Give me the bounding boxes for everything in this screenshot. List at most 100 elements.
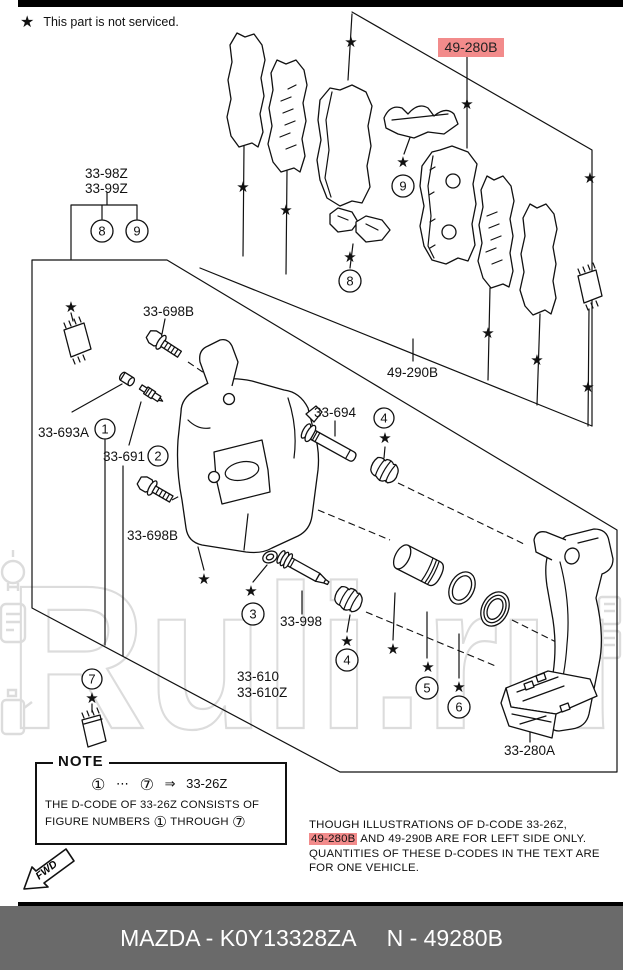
not-serviced-star-icon: ★ [344, 33, 357, 51]
not-serviced-star-icon: ★ [64, 298, 77, 316]
not-serviced-star-icon: ★ [343, 248, 356, 266]
callout-1[interactable]: 1 [94, 418, 116, 440]
not-serviced-star-icon: ★ [20, 12, 35, 31]
pad-kit-legend: 33-98Z 33-99Z [70, 166, 138, 260]
note-title: NOTE [53, 753, 109, 770]
watermark-panel-icon [0, 602, 27, 644]
guide-pin-upper [300, 423, 357, 462]
not-serviced-star-icon: ★ [85, 689, 98, 707]
note-line-3-pre: FIGURE NUMBERS [45, 816, 151, 828]
parts-diagram: Ruli.ru 33-98Z 33-99Z [0, 11, 622, 773]
pad-wear-sensor [577, 262, 603, 311]
side-note-highlight-49-280B: 49-280B [309, 833, 358, 846]
part-label-33-698B-lower[interactable]: 33-698B [127, 528, 178, 543]
part-number-text: 49-280B [445, 39, 498, 55]
footer-catalog-code: MAZDA - K0Y13328ZA [120, 924, 357, 951]
part-label-33-610[interactable]: 33-610 [237, 669, 279, 684]
brake-pad-shim-slotted-1 [267, 59, 308, 173]
pin-boot-upper [370, 456, 399, 484]
not-serviced-star-icon: ★ [481, 324, 494, 342]
callout-3[interactable]: 3 [241, 602, 265, 626]
note-box: NOTE ① ⋯ ⑦ ⇒ 33-26Z THE D-CODE OF 33-26Z… [35, 753, 287, 845]
brake-pad-outer [316, 84, 373, 207]
brake-pad-shim-outer-1 [226, 32, 266, 148]
not-serviced-star-icon: ★ [279, 201, 292, 219]
callout-number: 1 [101, 422, 108, 437]
side-note-line-1: THOUGH ILLUSTRATIONS OF D-CODE 33-26Z, [309, 819, 568, 831]
callout-number: 9 [399, 179, 406, 194]
part-label-33-280A[interactable]: 33-280A [504, 743, 555, 758]
leader-lines [70, 13, 590, 743]
note-line-2: THE D-CODE OF 33-26Z CONSISTS OF [45, 799, 260, 811]
part-label-33-610Z[interactable]: 33-610Z [237, 685, 287, 700]
pad-spring-clip-top [383, 105, 459, 139]
grease-sachet-lower [81, 707, 107, 748]
brake-pad-shim-slotted-2 [477, 175, 515, 289]
top-border-bar [18, 0, 623, 7]
arrow-icon: ⇒ [164, 777, 176, 792]
part-label-33-99Z[interactable]: 33-99Z [85, 181, 128, 196]
circled-1-icon: ① [91, 775, 106, 794]
not-serviced-star-icon: ★ [581, 378, 594, 396]
mounting-bracket [500, 528, 614, 739]
note-line-3: FIGURE NUMBERS ① THROUGH ⑦ [45, 813, 285, 831]
footer-reference-code: N - 49280B [386, 924, 503, 951]
brake-pad-shim-outer-2 [519, 203, 558, 316]
watermark: Ruli.ru [0, 542, 622, 773]
not-serviced-legend: ★ This part is not serviced. [20, 12, 179, 31]
not-serviced-star-icon: ★ [236, 178, 249, 196]
part-label-33-694[interactable]: 33-694 [314, 405, 357, 420]
not-serviced-star-icon: ★ [452, 678, 465, 696]
circled-7-icon: ⑦ [232, 813, 246, 831]
not-serviced-star-icon: ★ [197, 570, 210, 588]
circled-7-icon: ⑦ [139, 775, 154, 794]
footer-rule [18, 902, 623, 906]
part-label-33-998[interactable]: 33-998 [280, 614, 322, 629]
part-label-33-693A[interactable]: 33-693A [38, 425, 89, 440]
upper-parts-box-outline [199, 11, 593, 427]
note-rule-line: ① ⋯ ⑦ ⇒ 33-26Z [91, 775, 285, 794]
part-label-49-280B-highlighted[interactable]: 49-280B [438, 38, 504, 57]
callout-9[interactable]: 9 [391, 174, 415, 198]
callout-number: 8 [346, 274, 353, 289]
callout-8-legend[interactable]: 8 [90, 219, 114, 243]
not-serviced-star-icon: ★ [396, 153, 409, 171]
callout-5[interactable]: 5 [415, 676, 439, 700]
mount-bolt-upper [145, 330, 183, 358]
not-serviced-stars: ★ ★ ★ ★ ★ ★ ★ ★ ★ ★ ★ ★ ★ ★ ★ ★ ★ ★ ★ [64, 33, 596, 707]
part-label-49-290B[interactable]: 49-290B [387, 365, 438, 380]
lower-parts-box-outline [31, 259, 618, 773]
callout-number: 6 [455, 700, 462, 715]
watermark-oilcan-icon [0, 688, 33, 736]
callout-4-lower[interactable]: 4 [335, 648, 359, 672]
callout-number: 9 [133, 224, 140, 239]
callout-8[interactable]: 8 [338, 269, 362, 293]
part-label-33-698B-upper[interactable]: 33-698B [143, 304, 194, 319]
pin-boot-lower [334, 585, 363, 613]
part-label-33-691[interactable]: 33-691 [103, 449, 145, 464]
side-note-line-1b: AND 49-290B ARE FOR LEFT SIDE ONLY. [357, 833, 587, 846]
part-label-33-98Z[interactable]: 33-98Z [85, 166, 128, 181]
callout-number: 4 [380, 411, 387, 426]
callout-2[interactable]: 2 [147, 445, 169, 467]
not-serviced-legend-text: This part is not serviced. [43, 14, 179, 29]
not-serviced-star-icon: ★ [583, 169, 596, 187]
watermark-text: Ruli.ru [8, 543, 616, 772]
callout-4-upper[interactable]: 4 [373, 407, 395, 429]
callout-6[interactable]: 6 [447, 695, 471, 719]
piston-dust-boot [480, 591, 510, 627]
callout-number: 8 [98, 224, 105, 239]
circled-1-icon: ① [153, 813, 168, 831]
brake-pad-inner [419, 145, 478, 265]
not-serviced-star-icon: ★ [530, 351, 543, 369]
callout-number: 2 [154, 449, 161, 464]
side-note-line-2: QUANTITIES OF THESE D-CODES IN THE TEXT … [309, 847, 600, 860]
bleeder-screw [138, 384, 164, 403]
fwd-direction-arrow: FWD [23, 848, 75, 890]
callout-7[interactable]: 7 [81, 668, 103, 690]
not-serviced-star-icon: ★ [340, 632, 353, 650]
note-code: 33-26Z [186, 776, 228, 791]
callout-number: 7 [88, 672, 95, 687]
footer-bar: MAZDA - K0Y13328ZA N - 49280B [0, 906, 623, 970]
callout-9-legend[interactable]: 9 [125, 219, 149, 243]
